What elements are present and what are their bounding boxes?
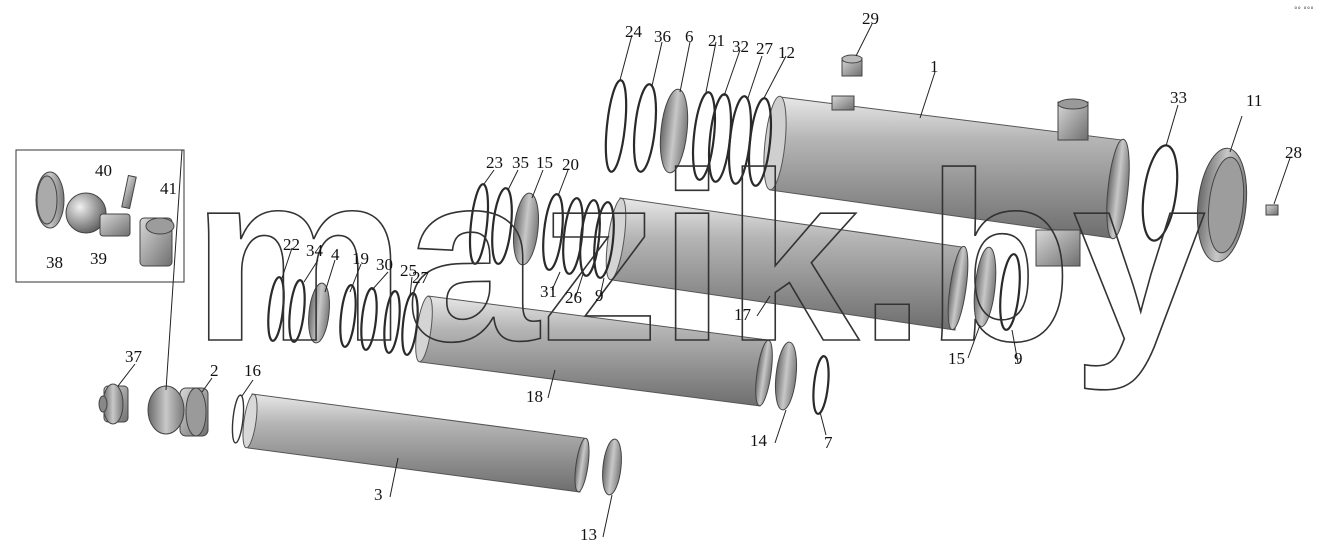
callout-2: 2 (210, 361, 219, 380)
corner-mark: °° °°° (1294, 6, 1314, 14)
callout-labels: 1 2 3 4 6 7 9 9 11 12 13 14 15 15 16 17 … (46, 9, 1302, 544)
callout-24: 24 (625, 22, 643, 41)
seal-rings-lower-row (267, 276, 419, 356)
right-side-parts (231, 144, 1279, 496)
callout-13: 13 (580, 525, 597, 544)
callout-39: 39 (90, 249, 107, 268)
callout-15-right: 15 (948, 349, 965, 368)
callout-15-middle: 15 (536, 153, 553, 172)
callout-6: 6 (685, 27, 694, 46)
callout-36: 36 (654, 27, 671, 46)
rod-part-3 (242, 393, 590, 493)
callout-37: 37 (125, 347, 143, 366)
callout-12: 12 (778, 43, 795, 62)
callout-29: 29 (862, 9, 879, 28)
inner-cylinder-part-18 (415, 295, 773, 407)
callout-34: 34 (306, 241, 324, 260)
callout-3: 3 (374, 485, 383, 504)
outer-cylinder-part-1 (763, 95, 1130, 267)
callout-7: 7 (824, 433, 833, 452)
seal-rings-middle-row (468, 183, 615, 279)
callout-26: 26 (565, 288, 582, 307)
callout-28: 28 (1285, 143, 1302, 162)
callout-1: 1 (930, 57, 939, 76)
callout-16: 16 (244, 361, 261, 380)
callout-19: 19 (352, 249, 369, 268)
seal-rings-top-row (604, 79, 773, 187)
callout-41: 41 (160, 179, 177, 198)
callout-25: 25 (400, 261, 417, 280)
callout-9-middle: 9 (595, 286, 604, 305)
leader-lines (117, 23, 1291, 538)
callout-40: 40 (95, 161, 112, 180)
callout-35: 35 (512, 153, 529, 172)
callout-17: 17 (734, 305, 752, 324)
callout-33: 33 (1170, 88, 1187, 107)
callout-30: 30 (376, 255, 393, 274)
callout-14: 14 (750, 431, 768, 450)
callout-9-right: 9 (1014, 349, 1023, 368)
watermark: mazik.by (192, 123, 1206, 391)
callout-4: 4 (331, 245, 340, 264)
end-cap-part-37 (98, 383, 129, 425)
callout-23: 23 (486, 153, 503, 172)
callout-38: 38 (46, 253, 63, 272)
callout-31: 31 (540, 282, 557, 301)
plug-part-29 (841, 54, 863, 77)
eye-part-2 (147, 385, 209, 437)
callout-21: 21 (708, 31, 725, 50)
callout-27-top: 27 (756, 39, 774, 58)
callout-20: 20 (562, 155, 579, 174)
callout-22: 22 (283, 235, 300, 254)
callout-18: 18 (526, 387, 543, 406)
middle-cylinder-part-17 (605, 197, 969, 331)
callout-27-lower: 27 (412, 268, 430, 287)
callout-32: 32 (732, 37, 749, 56)
inset-box (15, 149, 185, 283)
callout-11: 11 (1246, 91, 1262, 110)
